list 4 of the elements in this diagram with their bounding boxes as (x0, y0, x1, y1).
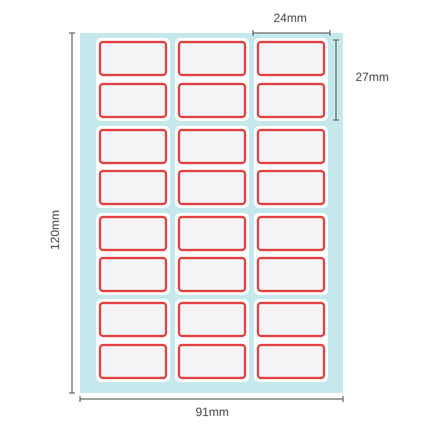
dimension-label: 24mm (272, 11, 308, 25)
dimension-label: 91mm (194, 405, 230, 419)
dimension-label: 27mm (354, 70, 390, 84)
dimension-label: 120mm (48, 209, 62, 251)
